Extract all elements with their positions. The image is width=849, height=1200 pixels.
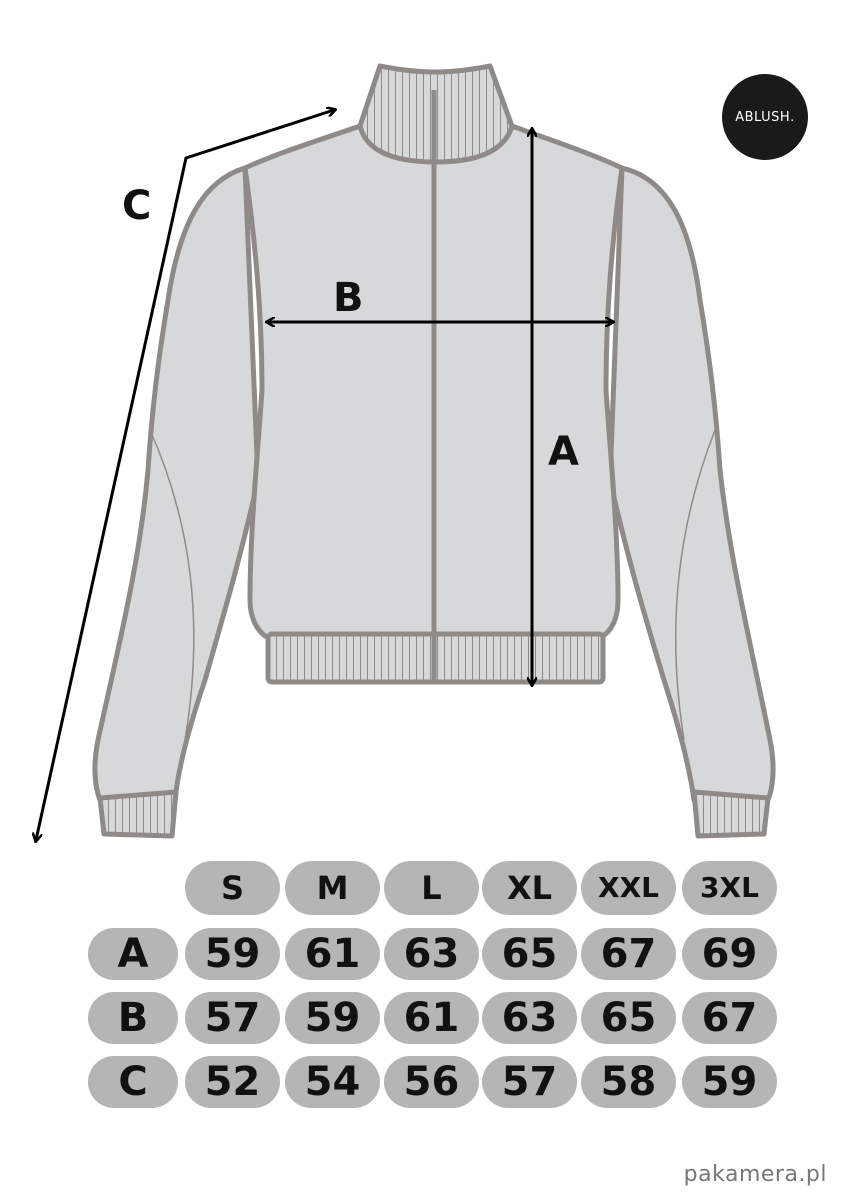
brand-logo: ABLUSH.	[722, 74, 808, 160]
right-cuff	[691, 789, 771, 839]
size-header-2: L	[384, 861, 479, 915]
table-cell: 59	[285, 992, 380, 1044]
measurement-arrows	[36, 110, 612, 840]
table-cell: 52	[185, 1056, 280, 1108]
table-cell: 65	[482, 928, 577, 980]
table-cell: 59	[185, 928, 280, 980]
size-header-4: XXL	[581, 861, 676, 915]
table-cell: 56	[384, 1056, 479, 1108]
arrow-c	[36, 110, 334, 840]
table-cell: 69	[682, 928, 777, 980]
row-label-c: C	[88, 1056, 178, 1108]
left-sleeve	[92, 165, 261, 803]
brand-logo-text: ABLUSH	[735, 109, 791, 125]
table-cell: 63	[482, 992, 577, 1044]
size-header-1: M	[285, 861, 380, 915]
table-cell: 57	[185, 992, 280, 1044]
row-label-b: B	[88, 992, 178, 1044]
dimension-label-a: A	[548, 429, 579, 475]
footer-watermark: pakamera.pl	[683, 1162, 827, 1187]
table-cell: 58	[581, 1056, 676, 1108]
table-cell: 59	[682, 1056, 777, 1108]
left-cuff	[97, 789, 179, 839]
table-cell: 63	[384, 928, 479, 980]
table-cell: 65	[581, 992, 676, 1044]
size-header-5: 3XL	[682, 861, 777, 915]
dimension-label-c: C	[122, 183, 152, 229]
row-label-a: A	[88, 928, 178, 980]
table-cell: 61	[384, 992, 479, 1044]
jacket-diagram	[0, 63, 776, 850]
dimension-label-b: B	[333, 275, 364, 321]
size-header-3: XL	[482, 861, 577, 915]
table-cell: 57	[482, 1056, 577, 1108]
size-header-0: S	[185, 861, 280, 915]
table-cell: 61	[285, 928, 380, 980]
jacket-outline-icon	[92, 63, 776, 839]
table-cell: 54	[285, 1056, 380, 1108]
right-sleeve	[607, 165, 776, 803]
table-cell: 67	[581, 928, 676, 980]
table-cell: 67	[682, 992, 777, 1044]
